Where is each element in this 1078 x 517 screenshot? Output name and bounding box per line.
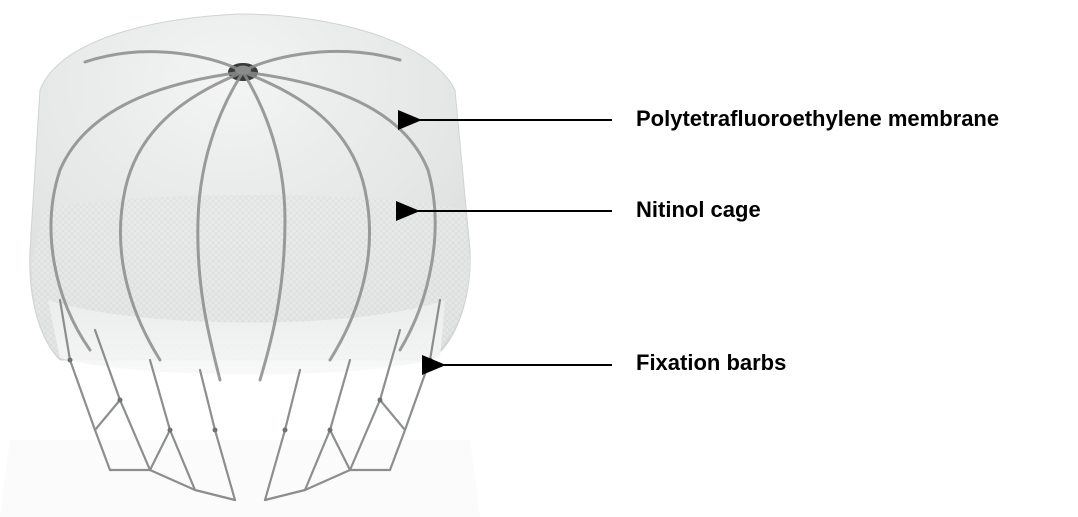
label-fixation-barbs: Fixation barbs xyxy=(636,352,786,374)
label-nitinol-cage: Nitinol cage xyxy=(636,199,761,221)
label-membrane: Polytetrafluoroethylene membrane xyxy=(636,108,999,130)
occluder-device-illustration xyxy=(0,0,500,517)
